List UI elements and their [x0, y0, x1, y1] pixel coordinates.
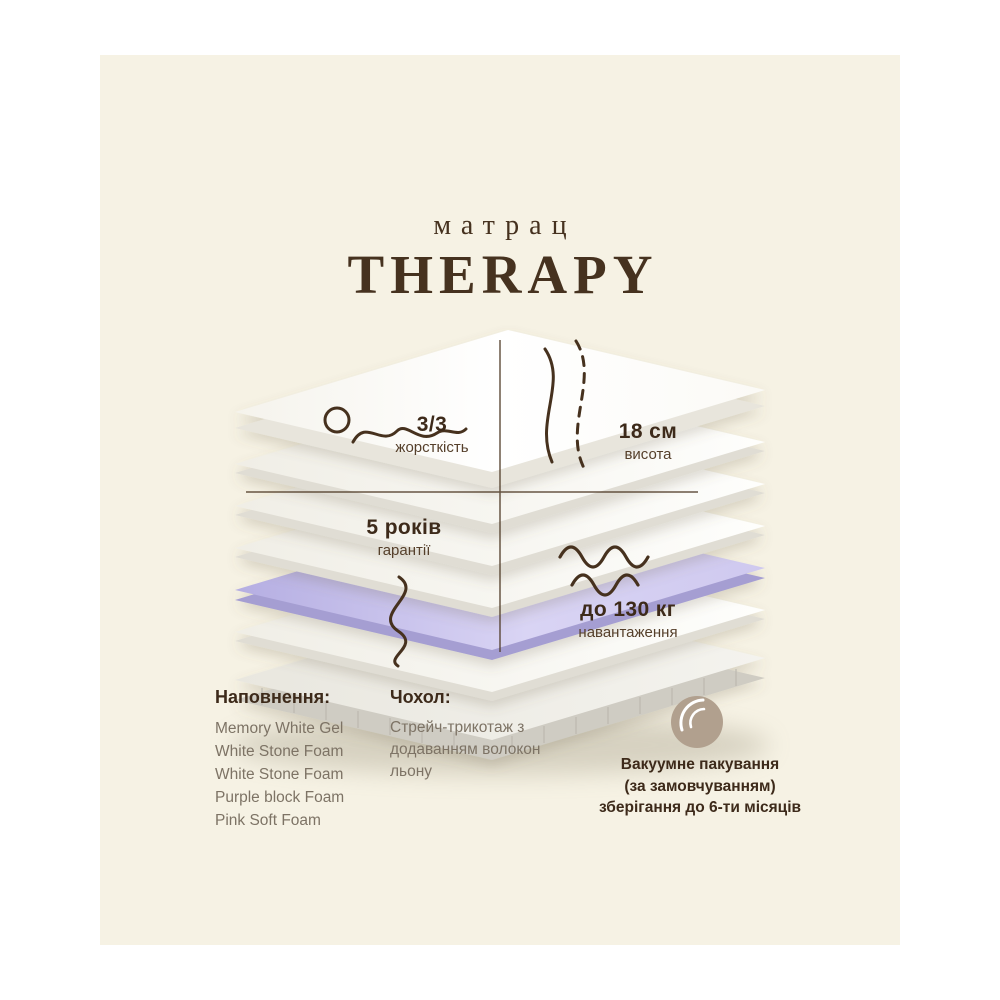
- height-label: висота: [624, 446, 672, 463]
- height-annotation: 18 см висота: [588, 420, 708, 463]
- filling-item: Pink Soft Foam: [215, 812, 321, 829]
- filling-item: White Stone Foam: [215, 743, 344, 760]
- filling-item: White Stone Foam: [215, 766, 344, 783]
- vacuum-line-3: зберігання до 6-ти місяців: [598, 799, 802, 816]
- filling-heading: Наповнення:: [215, 687, 331, 707]
- product-name-title: THERAPY: [347, 244, 659, 305]
- hardness-label: жорсткість: [395, 439, 469, 456]
- vacuum-line-2: (за замовчуванням): [624, 777, 776, 795]
- load-label: навантаження: [578, 624, 678, 641]
- hardness-value: 3/3: [416, 413, 448, 436]
- cover-text: Стрейч-трикотаж з додаванням волокон льо…: [390, 719, 541, 780]
- title-block: матрац THERAPY: [0, 210, 1000, 306]
- product-type-title: матрац: [433, 210, 577, 241]
- height-value: 18 см: [618, 420, 678, 443]
- warranty-annotation: 5 років гарантії: [342, 516, 466, 559]
- load-value: до 130 кг: [580, 598, 676, 621]
- warranty-value: 5 років: [366, 516, 442, 539]
- filling-section: Наповнення: Memory White Gel White Stone…: [215, 687, 400, 832]
- load-annotation: до 130 кг навантаження: [550, 598, 706, 641]
- cover-heading: Чохол:: [390, 687, 451, 707]
- cover-section: Чохол: Стрейч-трикотаж з додаванням воло…: [390, 687, 558, 783]
- vacuum-line-1: Вакуумне пакування: [620, 756, 780, 773]
- warranty-label: гарантії: [377, 542, 431, 559]
- filling-item: Purple block Foam: [215, 789, 345, 806]
- hardness-annotation: 3/3 жорсткість: [370, 413, 494, 456]
- vacuum-caption: Вакуумне пакування (за замовчуванням) зб…: [588, 754, 812, 819]
- filling-item: Memory White Gel: [215, 720, 344, 737]
